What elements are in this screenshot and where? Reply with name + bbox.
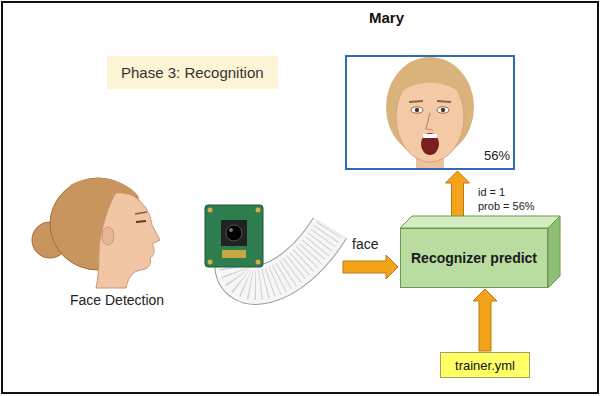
process-label: Recognizer predict: [411, 250, 537, 267]
file-box: trainer.yml: [440, 352, 530, 378]
profile-head: [32, 178, 160, 288]
caption-label: Face Detection: [70, 292, 164, 308]
result-prob: prob = 56%: [478, 200, 535, 212]
face-arrow: [343, 255, 398, 279]
arrow-label: face: [352, 236, 378, 252]
file-name: trainer.yml: [455, 358, 515, 373]
block-arrow: [473, 289, 497, 351]
probability: 56%: [484, 148, 510, 163]
process-box: Recognizer predict: [400, 228, 548, 288]
face-photo: [386, 57, 474, 168]
face-box: Mary56%: [345, 55, 515, 170]
camera-module: [205, 205, 263, 267]
box-top-face: [400, 216, 560, 228]
person-name: Mary: [369, 9, 404, 26]
title-box: Phase 3: Recognition: [107, 56, 278, 89]
box-side-face: [548, 216, 560, 288]
frame-border: [2, 2, 598, 393]
result-id: id = 1: [478, 186, 505, 198]
